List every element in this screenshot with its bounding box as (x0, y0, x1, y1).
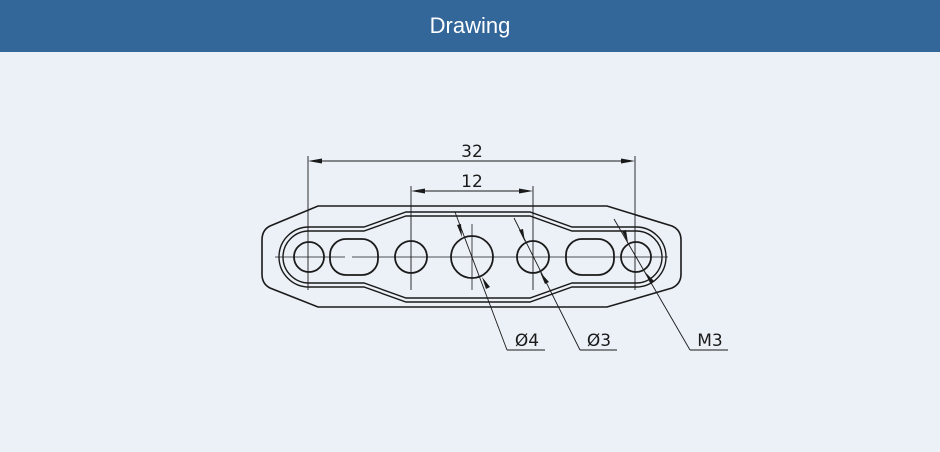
header-bar: Drawing (0, 0, 940, 52)
technical-drawing: 32 12 Ø4 Ø3 M3 (261, 142, 728, 351)
center-lines (275, 224, 668, 290)
callout-small-hole: Ø3 (587, 331, 611, 351)
callout-threaded-hole: M3 (697, 331, 722, 351)
page-title: Drawing (429, 13, 511, 38)
dim-label-hole-spacing: 12 (461, 172, 483, 192)
drawing-canvas: 32 12 Ø4 Ø3 M3 (0, 52, 940, 452)
dim-label-overall-length: 32 (461, 142, 483, 162)
callout-large-hole: Ø4 (515, 331, 539, 351)
leader-arrows (457, 224, 654, 289)
extension-lines (307, 156, 636, 290)
leader-lines (454, 211, 728, 351)
part-outer-contour (261, 205, 682, 308)
pocket-contour-outer (278, 211, 667, 303)
pocket-contour-inner (282, 215, 663, 299)
